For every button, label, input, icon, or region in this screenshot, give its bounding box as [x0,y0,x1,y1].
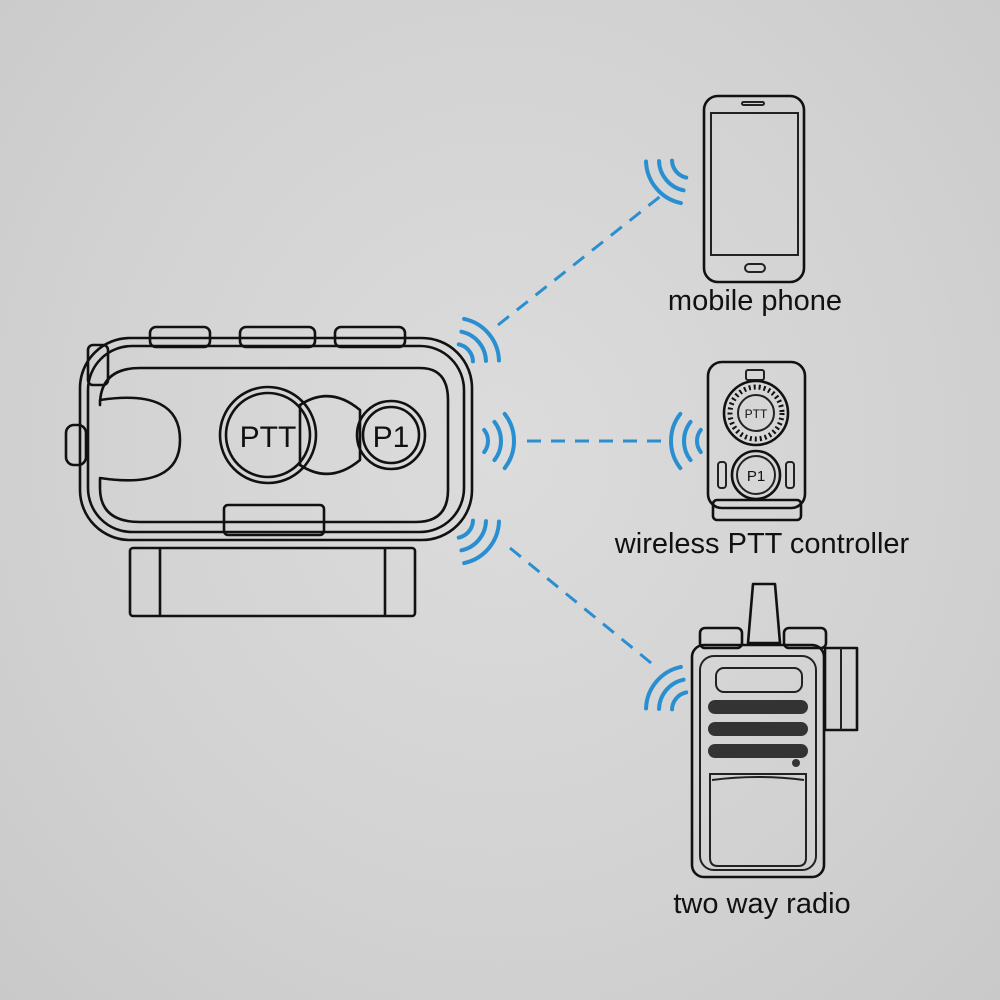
phone-connection-line [497,193,663,327]
hub-wave-middle-arc [482,427,490,455]
controller-p1-label: P1 [747,468,765,485]
hub-device: PTT P1 [64,325,474,618]
phone-wave-arc [657,159,686,193]
hub-wave-top-arc [456,342,475,364]
hub-wave-middle-arc [492,419,503,463]
mobile-phone-icon [702,94,806,284]
ptt-controller-icon: PTT P1 [706,360,807,522]
radio-wave-arc [657,677,686,711]
radio-label: two way radio [673,888,851,920]
two-way-radio-icon [690,582,859,879]
hub-p1-label: P1 [373,421,410,454]
controller-ptt-label: PTT [745,407,768,421]
signal-waves [456,158,703,712]
radio-connection-line [509,546,657,669]
controller-wave-arc [669,411,683,471]
hub-wave-bottom-arc [462,519,501,566]
hub-wave-top-arc [459,329,488,363]
controller-label: wireless PTT controller [614,528,910,560]
controller-wave-arc [695,427,703,455]
radio-wave-arc [644,664,683,711]
radio-wave-arc [670,690,689,712]
controller-wave-arc [682,419,693,463]
phone-wave-arc [670,158,689,180]
hub-wave-middle-arc [502,411,516,471]
hub-wave-bottom-arc [459,519,488,553]
hub-wave-bottom-arc [456,518,475,540]
hub-ptt-label: PTT [240,421,297,454]
hub-wave-top-arc [462,316,501,363]
phone-label: mobile phone [667,285,843,317]
phone-wave-arc [644,159,683,206]
connection-lines [497,193,663,669]
